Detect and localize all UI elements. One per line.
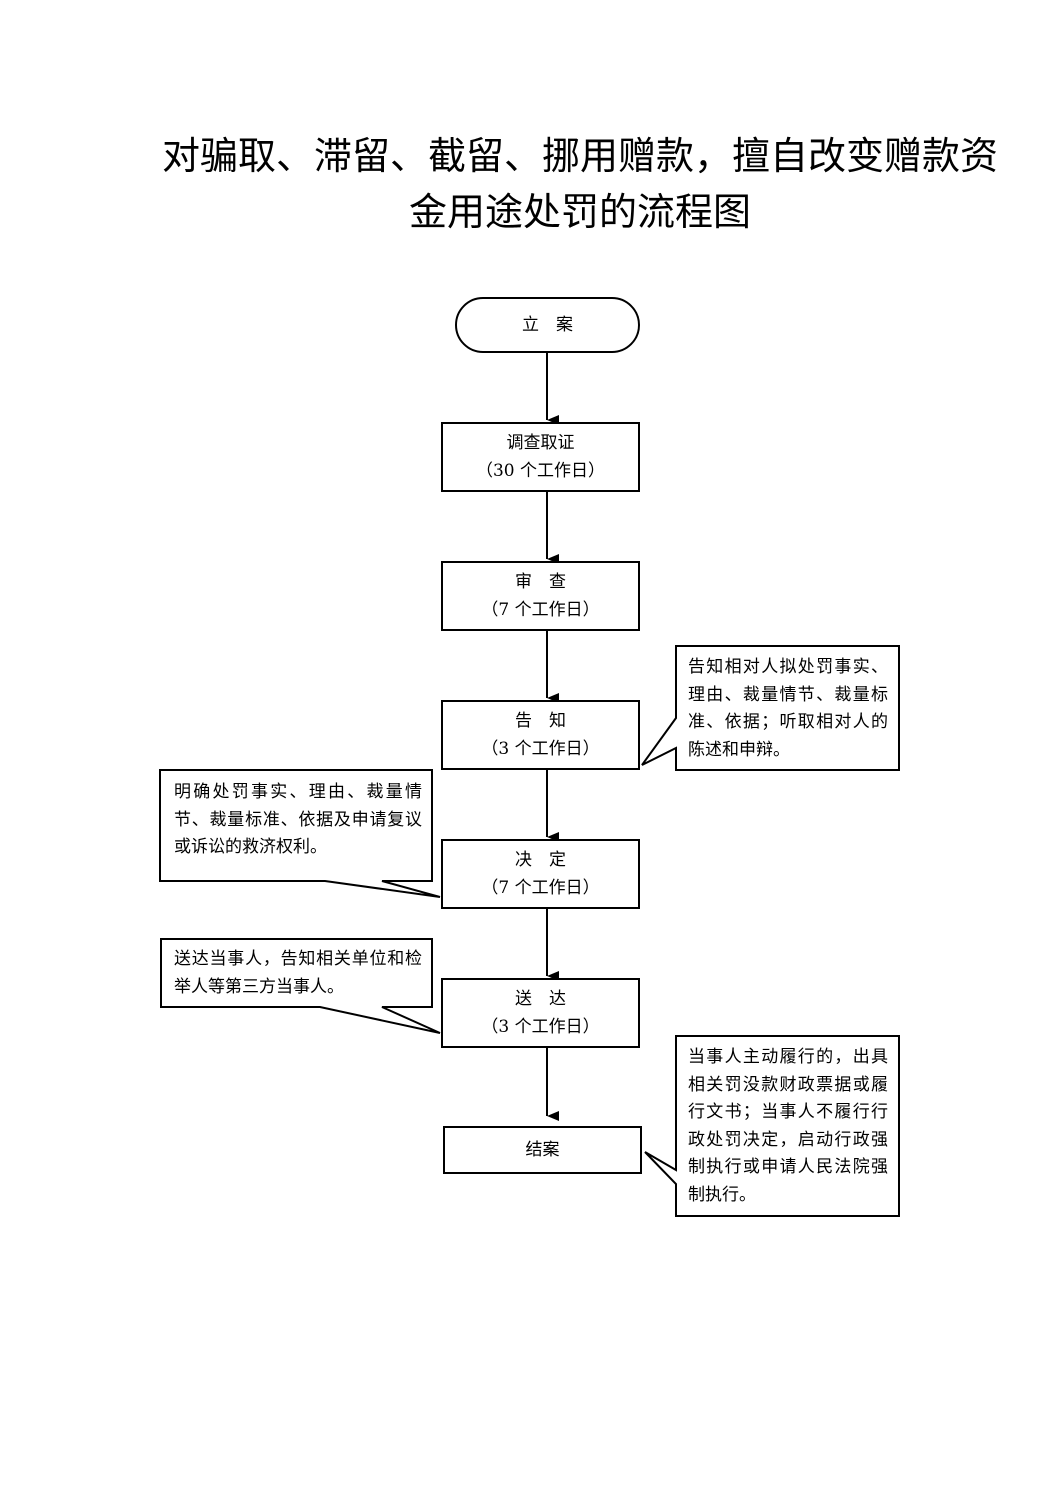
step-review-duration: （7 个工作日） <box>481 600 600 620</box>
step-notify-label: 告 知 <box>515 711 566 731</box>
step-notify: 告 知 （3 个工作日） <box>441 700 640 770</box>
step-close: 结案 <box>443 1126 642 1174</box>
step-investigate-label: 调查取证 <box>506 433 575 453</box>
step-investigate: 调查取证 （30 个工作日） <box>441 422 640 492</box>
callout-close-note <box>644 1035 900 1217</box>
diagram-title: 对骗取、滞留、截留、挪用赠款，擅自改变赠款资 金用途处罚的流程图 <box>150 128 1010 240</box>
callout-deliver-note <box>160 938 441 1034</box>
step-decide-duration: （7 个工作日） <box>481 878 600 898</box>
step-notify-duration: （3 个工作日） <box>481 739 600 759</box>
title-line-2: 金用途处罚的流程图 <box>408 190 751 234</box>
step-decide-label: 决 定 <box>515 850 566 870</box>
step-start-label: 立 案 <box>522 315 573 335</box>
step-deliver: 送 达 （3 个工作日） <box>441 978 640 1048</box>
step-close-label: 结案 <box>525 1140 560 1160</box>
callout-notify-note <box>641 645 900 771</box>
step-investigate-duration: （30 个工作日） <box>475 461 606 481</box>
step-start: 立 案 <box>455 297 640 353</box>
note-notify: 告知相对人拟处罚事实、理由、裁量情节、裁量标准、依据；听取相对人的陈述和申辩。 <box>688 657 888 760</box>
step-deliver-duration: （3 个工作日） <box>481 1017 600 1037</box>
callout-decide-note <box>159 769 441 898</box>
step-decide: 决 定 （7 个工作日） <box>441 839 640 909</box>
title-line-1: 对骗取、滞留、截留、挪用赠款，擅自改变赠款资 <box>161 134 998 178</box>
step-review: 审 查 （7 个工作日） <box>441 561 640 631</box>
note-decide: 明确处罚事实、理由、裁量情节、裁量标准、依据及申请复议或诉讼的救济权利。 <box>174 782 422 857</box>
note-deliver: 送达当事人，告知相关单位和检举人等第三方当事人。 <box>174 949 422 997</box>
step-deliver-label: 送 达 <box>515 989 566 1009</box>
step-review-label: 审 查 <box>515 572 566 592</box>
note-close: 当事人主动履行的，出具相关罚没款财政票据或履行文书；当事人不履行行政处罚决定，启… <box>688 1047 888 1205</box>
